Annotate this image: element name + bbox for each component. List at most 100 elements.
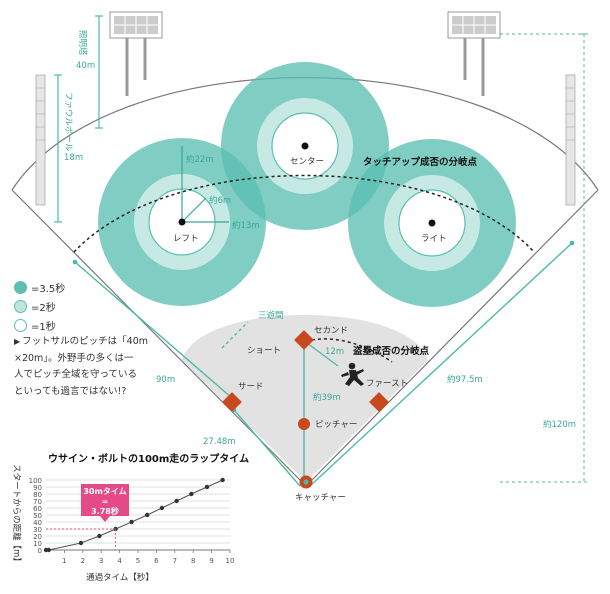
label-light-tower: 照明塔 — [77, 30, 88, 56]
label-d12: 12m — [325, 347, 344, 357]
note-line: ×20m」。外野手の多くは一 — [14, 352, 134, 364]
y-tick-label: 100 — [29, 477, 42, 485]
label-steal: 盗塁成否の分岐点 — [353, 345, 430, 357]
data-point — [220, 477, 225, 483]
y-tick-label: 90 — [33, 484, 42, 492]
label-d39: 約39m — [313, 392, 341, 403]
data-point — [129, 519, 134, 525]
legend-swatch — [14, 300, 27, 313]
annotation-box — [81, 484, 129, 516]
x-tick-label: 2 — [81, 557, 85, 565]
y-tick-label: 10 — [33, 540, 42, 548]
right-foul-line — [309, 189, 599, 483]
label-pitcher: ピッチャー — [315, 420, 357, 430]
first-base — [369, 392, 389, 412]
dim-975m — [309, 242, 573, 487]
y-tick-label: 80 — [33, 491, 42, 499]
legend-item: =1秒 — [14, 316, 114, 335]
y-axis-label: スタートからの距離【m】 — [11, 464, 22, 566]
annotation-text: 30mタイム — [83, 486, 126, 496]
data-point — [78, 540, 84, 546]
data-point — [189, 491, 194, 497]
legend-swatch — [14, 319, 27, 332]
label-right: ライト — [421, 234, 447, 244]
label-second: セカンド — [314, 326, 348, 336]
x-tick-label: 5 — [136, 557, 140, 565]
x-tick-label: 3 — [99, 557, 103, 565]
label-third: サード — [238, 382, 264, 392]
right-fielder-dot — [428, 219, 436, 227]
dim-90m — [74, 261, 233, 399]
dim-sanyukan — [221, 321, 249, 349]
y-tick-label: 50 — [33, 512, 42, 520]
data-point — [174, 498, 179, 504]
annotation-pointer — [100, 516, 110, 522]
third-base — [222, 392, 242, 412]
x-tick-label: 9 — [209, 557, 213, 565]
legend: =3.5秒 =2秒 =1秒 — [14, 278, 114, 335]
center-fielder-dot — [301, 142, 309, 150]
data-point — [159, 505, 165, 511]
label-r6: 約6m — [209, 195, 231, 206]
x-tick-label: 6 — [154, 557, 159, 565]
note-line: といっても過言ではない!? — [14, 385, 127, 397]
lap-time-chart: ウサイン・ボルトの100m走のラップタイム0102030405060708090… — [11, 452, 249, 583]
legend-item: =2秒 — [14, 297, 114, 316]
label-r22: 約22m — [186, 154, 214, 165]
legend-label: =3.5秒 — [31, 284, 66, 295]
x-tick-label: 1 — [62, 557, 66, 565]
label-short: ショート — [247, 346, 281, 356]
x-tick-label: 10 — [226, 557, 235, 565]
label-d2748: 27.48m — [203, 437, 236, 447]
label-d120: 約120m — [543, 419, 576, 430]
runner-icon — [341, 362, 364, 386]
footnote: ▶フットサルのピッチは「40m ×20m」。外野手の多くは一 人でピッチ全域を守… — [14, 334, 190, 400]
dim-12m — [306, 342, 339, 367]
tagup-boundary-arc — [73, 174, 535, 253]
y-tick-label: 70 — [33, 498, 42, 506]
data-point — [145, 512, 150, 518]
label-left: レフト — [173, 234, 199, 244]
legend-label: =2秒 — [31, 303, 56, 314]
left-radius-6m — [181, 197, 207, 223]
x-tick-label: 7 — [173, 557, 177, 565]
dim-2748m — [233, 409, 301, 487]
label-catcher: キャッチャー — [295, 493, 346, 503]
second-base — [294, 330, 314, 350]
y-tick-label: 30 — [33, 526, 42, 534]
left-light-tower-icon — [109, 11, 163, 96]
left-fielder-dot — [178, 218, 186, 226]
label-foul-pole: ファウルポール — [63, 92, 73, 152]
annotation-text: = — [102, 497, 109, 506]
label-d90: 90m — [156, 375, 175, 385]
infield-area — [182, 315, 428, 482]
data-point — [46, 547, 51, 553]
label-light-height: 40m — [76, 61, 95, 71]
x-axis-label: 通過タイム【秒】 — [86, 572, 154, 583]
note-line: 人でピッチ全域を守っている — [14, 369, 138, 380]
legend-swatch — [14, 281, 27, 294]
chart-title: ウサイン・ボルトの100m走のラップタイム — [48, 452, 249, 465]
label-center: センター — [290, 157, 324, 167]
y-tick-label: 40 — [33, 519, 42, 527]
left-foul-pole-icon — [35, 74, 46, 206]
label-d975: 約97.5m — [447, 374, 483, 385]
pitcher-mound — [298, 418, 310, 430]
label-first: ファースト — [366, 379, 408, 389]
triangle-icon: ▶ — [14, 337, 21, 346]
note-line: ▶フットサルのピッチは「40m — [14, 336, 148, 347]
legend-label: =1秒 — [31, 322, 56, 333]
right-light-tower-icon — [447, 11, 501, 96]
steal-boundary-arc — [311, 338, 393, 363]
series-line — [46, 479, 223, 551]
y-tick-label: 60 — [33, 505, 42, 513]
right-foul-pole-icon — [565, 74, 576, 206]
home-plate — [303, 479, 309, 485]
x-tick-label: 4 — [117, 557, 122, 565]
label-tagup: タッチアップ成否の分岐点 — [363, 156, 478, 168]
label-pole-height: 18m — [64, 153, 83, 163]
y-tick-label: 0 — [38, 547, 42, 555]
label-r13: 約13m — [232, 220, 260, 231]
